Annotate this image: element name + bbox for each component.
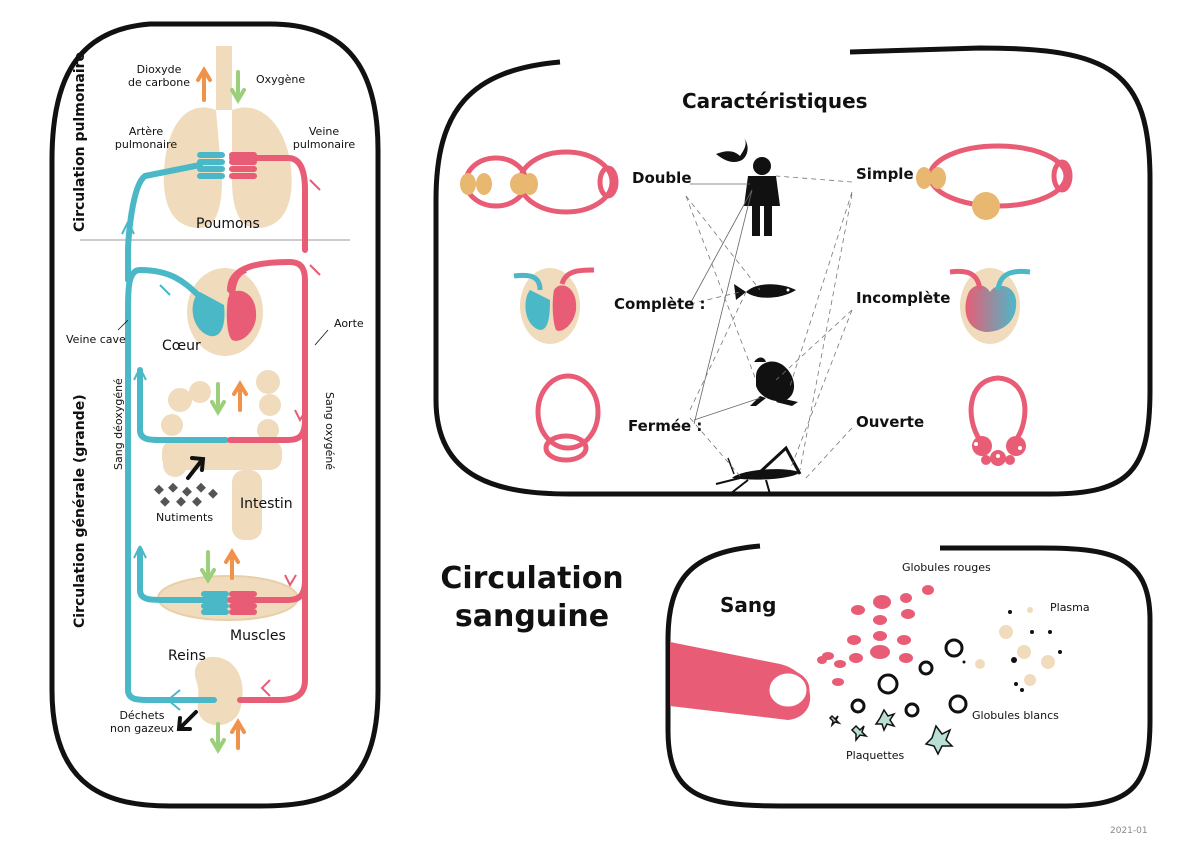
co2-label: Dioxyde de carbone [127, 63, 190, 89]
blood-panel-border [665, 543, 1153, 809]
red-blood-cells [817, 585, 934, 686]
frog-icon [750, 357, 798, 406]
circulation-panel-border [49, 21, 381, 809]
simple-circulation-diagram [927, 143, 1073, 209]
label-simple: Simple [856, 165, 914, 183]
deoxygenated-vessels [125, 152, 229, 703]
heart-label: Cœur [162, 338, 201, 354]
pulmonary-vein-label: Veine pulmonaire [292, 125, 356, 151]
label-open: Ouverte [856, 413, 925, 431]
deoxygenated-blood-label: Sang déoxygéné [112, 378, 125, 470]
lungs-label: Poumons [196, 216, 260, 232]
waste-label: Déchets non gazeux [110, 709, 174, 735]
nutrients-illustration [154, 482, 218, 507]
aorta-label: Aorte [334, 317, 364, 330]
complete-heart-diagram [513, 267, 595, 344]
characteristics-title: Caractéristiques [682, 89, 868, 113]
closed-circulation-diagram [535, 373, 601, 463]
finger-illustration [670, 642, 811, 720]
label-incomplete: Incomplète [856, 289, 951, 307]
nutrients-label: Nutiments [156, 511, 214, 524]
platelets-label: Plaquettes [846, 749, 905, 762]
general-circulation-label: Circulation générale (grande) [72, 394, 88, 628]
characteristics-panel-border [433, 45, 1153, 497]
o2-label: Oxygène [256, 73, 306, 86]
label-complete: Complète : [614, 295, 706, 313]
oxygenated-vessels [227, 152, 308, 703]
red-cells-label: Globules rouges [902, 561, 991, 574]
kidney-illustration [194, 656, 243, 726]
vena-cava-label: Veine cave [66, 333, 126, 346]
version-label: 2021-01 [1110, 826, 1148, 836]
grasshopper-icon [715, 445, 802, 495]
page-title: Circulation sanguine [432, 560, 632, 635]
muscles-label: Muscles [230, 628, 286, 644]
white-cells-label: Globules blancs [972, 709, 1059, 722]
open-circulation-diagram [968, 375, 1028, 466]
intestine-illustration [161, 370, 282, 540]
bird-icon [716, 138, 748, 162]
blood-title: Sang [720, 593, 777, 617]
pulmonary-artery-label: Artère pulmonaire [114, 125, 178, 151]
platelets [828, 708, 954, 756]
page-title-line-1: Circulation [440, 561, 624, 596]
fish-icon [734, 284, 796, 300]
plasma-label: Plasma [1050, 601, 1090, 614]
animal-connector-lines [689, 183, 761, 425]
kidneys-label: Reins [168, 648, 206, 664]
label-double: Double [632, 169, 692, 187]
plasma-particles [962, 607, 1062, 692]
label-closed: Fermée : [628, 417, 703, 435]
oxygenated-blood-label: Sang oxygéné [323, 392, 336, 471]
gas-arrows [176, 66, 248, 754]
intestine-label: Intestin [240, 496, 293, 512]
incomplete-heart-diagram [949, 268, 1031, 344]
white-blood-cells [850, 638, 968, 718]
human-icon [744, 157, 780, 236]
pulmonary-circulation-label: Circulation pulmonaire [72, 51, 88, 232]
page-title-line-2: sanguine [454, 598, 610, 634]
